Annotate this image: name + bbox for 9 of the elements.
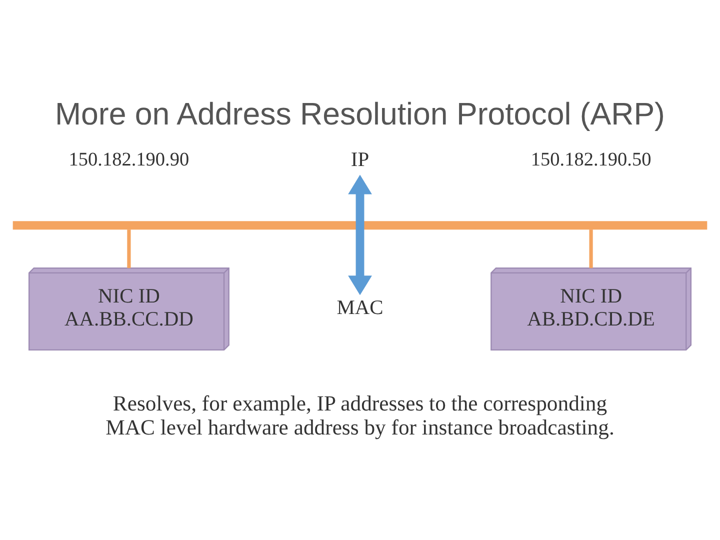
label: 150.182.190.50 (530, 149, 652, 170)
caption: Resolves, for example, IP addresses to the corresponding MAC level hardware address by for instance broadcasting. (106, 391, 614, 440)
node-text: IP (350, 148, 370, 170)
node-text: MAC (336, 296, 384, 318)
arrow (348, 174, 372, 295)
connector (589, 229, 593, 268)
label: 150.182.190.90 (68, 149, 190, 170)
diagram-title: More on Address Resolution Protocol (ARP) (55, 96, 665, 132)
connector (127, 229, 131, 268)
